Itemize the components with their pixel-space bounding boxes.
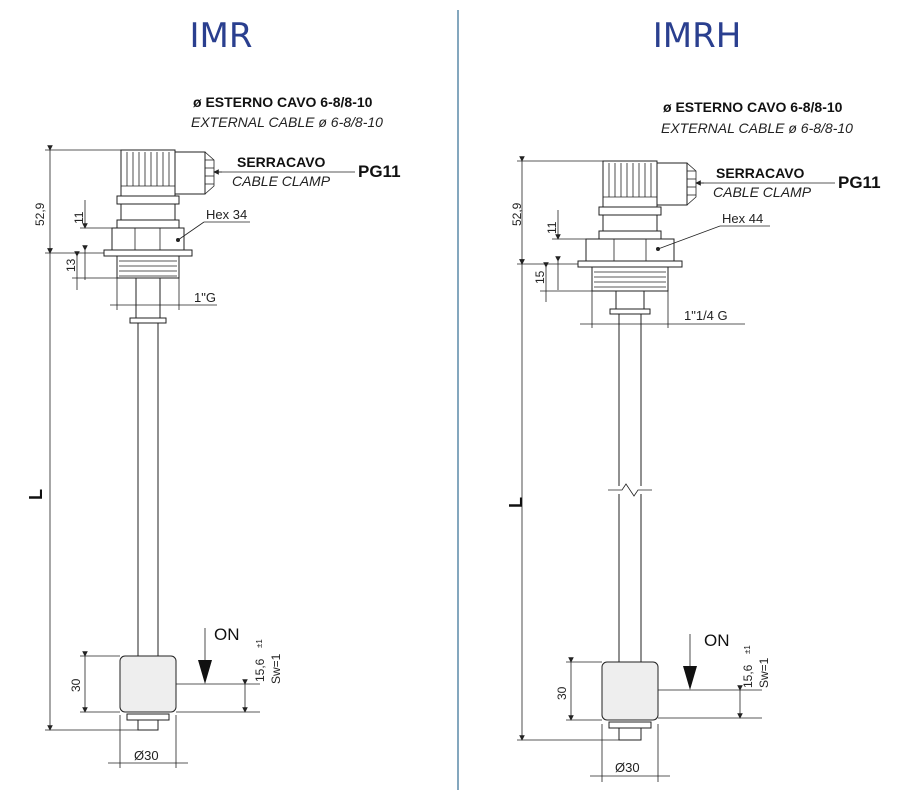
imr-on-label: ON [214,625,240,644]
imr-dim-11: 11 [72,211,86,224]
imrh-hex: Hex 44 [722,211,763,226]
imrh-tolerance: ±1 [743,645,752,654]
imr-cable-gland [116,149,215,229]
imr-dim-L: L [26,489,46,500]
imrh-switch-dim: 15,6 [741,664,755,688]
imrh-on-arrow [683,666,697,690]
imr-thread: 1"G [194,290,216,305]
imr-dim-30: 30 [69,678,83,692]
imrh-clamp-it: SERRACAVO [716,165,805,181]
imrh-sw-label: Sw=1 [757,657,771,688]
imr-hex: Hex 34 [206,207,247,222]
imrh-dim-15: 15 [533,270,547,284]
imrh-float [601,661,659,721]
imrh-dim-L: L [506,497,526,508]
imr-connector: PG11 [358,162,401,181]
imrh-diameter: Ø30 [615,760,640,775]
imr-title: IMR [190,16,253,56]
imr-tube [137,322,159,657]
imrh-cable-label-en: EXTERNAL CABLE ø 6-8/8-10 [661,120,853,136]
imr-dim-13: 13 [64,258,78,272]
imrh-cable-gland [598,160,697,240]
imr-stop-ring [129,317,167,324]
imr-float [119,655,177,713]
imrh-thread: 1"1/4 G [684,308,728,323]
imrh-stem [615,290,645,310]
imr-on-arrow [198,660,212,684]
imrh-hex-nut [577,238,683,292]
imr-clamp-en: CABLE CLAMP [232,173,331,189]
imrh-end-cap [618,727,642,741]
imr-stem [135,277,161,321]
imr-drawing: IMR ø ESTERNO CAVO 6-8/8-10 EXTERNAL CAB… [26,16,401,768]
imrh-dim-11: 11 [545,221,559,234]
imrh-stop-ring [609,308,651,315]
imr-cable-label-en: EXTERNAL CABLE ø 6-8/8-10 [191,114,383,130]
imrh-clamp-en: CABLE CLAMP [713,184,812,200]
imr-switch-dim: 15,6 [253,658,267,682]
imr-diameter: Ø30 [134,748,159,763]
imr-end-stop [126,713,170,721]
imrh-dim-30: 30 [555,686,569,700]
imr-sw-label: Sw=1 [269,653,283,684]
imrh-cable-label-it: ø ESTERNO CAVO 6-8/8-10 [663,99,843,115]
imr-hex-nut [103,227,193,279]
imr-tolerance: ±1 [255,639,264,648]
imr-clamp-it: SERRACAVO [237,154,326,170]
imr-end-cap [137,719,159,731]
imrh-end-stop [608,721,652,729]
imr-dim-52: 52,9 [33,202,47,226]
imrh-dim-52: 52,9 [510,202,524,226]
imrh-on-label: ON [704,631,730,650]
imrh-title: IMRH [653,16,742,56]
imr-cable-label-it: ø ESTERNO CAVO 6-8/8-10 [193,94,373,110]
imrh-connector: PG11 [838,173,881,192]
imrh-drawing: IMRH ø ESTERNO CAVO 6-8/8-10 EXTERNAL CA… [506,16,881,782]
